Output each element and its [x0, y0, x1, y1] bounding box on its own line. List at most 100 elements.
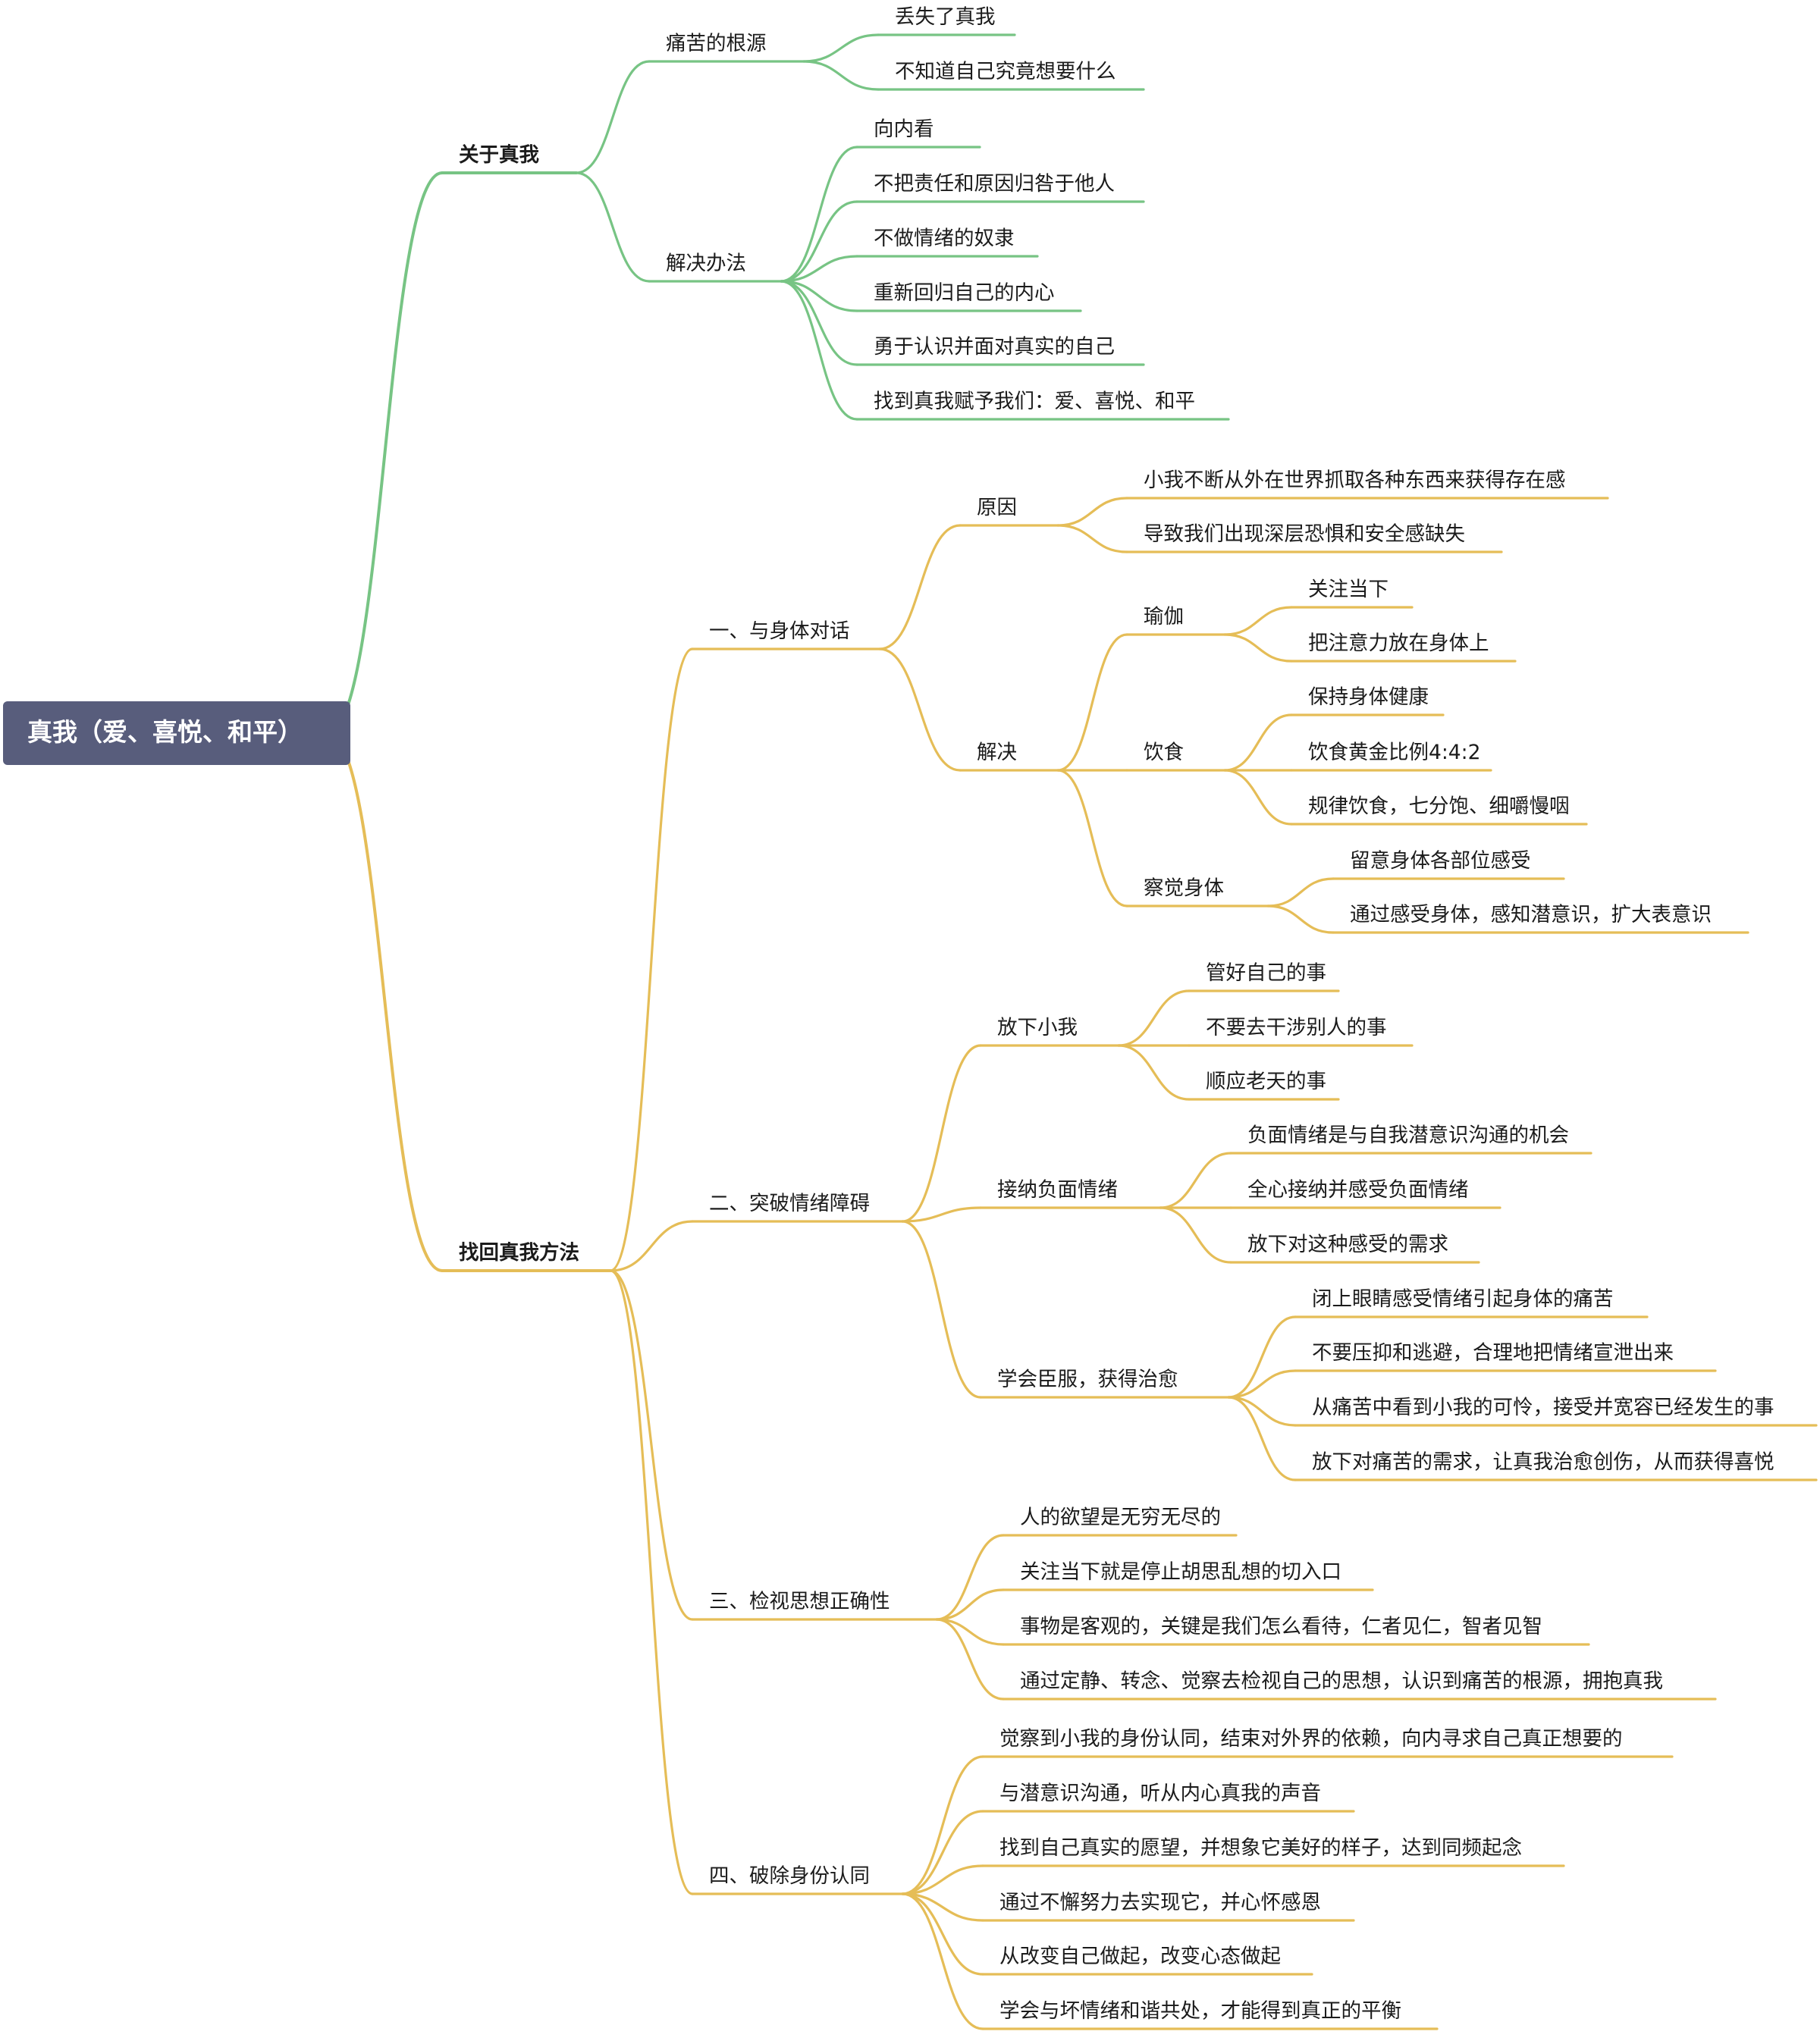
subtopic[interactable]: 接纳负面情绪	[997, 1178, 1118, 1202]
leaf-topic[interactable]: 顺应老天的事	[1206, 1070, 1326, 1093]
connector-1-3-4	[901, 1892, 984, 1976]
connector-1-0-1-0	[1056, 633, 1128, 772]
leaf-topic[interactable]: 小我不断从外在世界抓取各种东西来获得存在感	[1144, 469, 1566, 492]
connector-1-0-1	[878, 647, 962, 772]
subtopic[interactable]: 一、与身体对话	[709, 619, 850, 643]
leaf-topic[interactable]: 放下对痛苦的需求，让真我治愈创伤，从而获得喜悦	[1312, 1450, 1774, 1474]
connector-1-1	[609, 1220, 694, 1272]
connector-1-3-1	[901, 1810, 984, 1895]
connector-1	[326, 732, 444, 1272]
central-topic-box	[3, 701, 350, 765]
connector-1-0-1-1-2	[1223, 769, 1293, 826]
connector-1-2	[609, 1269, 694, 1621]
connector-1-1-1-0	[1159, 1152, 1232, 1209]
leaf-topic[interactable]: 保持身体健康	[1308, 685, 1429, 709]
connector-1-1-1	[901, 1206, 982, 1223]
connector-1-3-0	[901, 1755, 984, 1895]
connector-1-0-1-0-1	[1223, 633, 1293, 663]
connector-0-0-1	[802, 60, 880, 91]
leaf-topic[interactable]: 事物是客观的，关键是我们怎么看待，仁者见仁，智者见智	[1020, 1615, 1542, 1638]
leaf-topic[interactable]: 关注当下就是停止胡思乱想的切入口	[1020, 1560, 1341, 1584]
connector-1-3-5	[901, 1892, 984, 2030]
leaf-topic[interactable]: 不知道自己究竟想要什么	[895, 60, 1116, 83]
connector-1-1-2-3	[1227, 1396, 1297, 1481]
subtopic[interactable]: 解决	[977, 741, 1017, 764]
leaf-topic[interactable]: 把注意力放在身体上	[1308, 632, 1489, 655]
subtopic[interactable]: 解决办法	[666, 252, 746, 275]
connector-1-0-0-1	[1056, 524, 1128, 553]
connector-0-1-2	[780, 255, 858, 283]
leaf-topic[interactable]: 不要去干涉别人的事	[1206, 1016, 1387, 1039]
connector-1-1-0	[901, 1044, 982, 1223]
subtopic[interactable]: 二、突破情绪障碍	[709, 1192, 870, 1215]
leaf-topic[interactable]: 负面情绪是与自我潜意识沟通的机会	[1247, 1124, 1569, 1147]
connector-1-2-2	[935, 1618, 1005, 1646]
connector-0	[326, 171, 444, 735]
leaf-topic[interactable]: 向内看	[874, 118, 934, 141]
leaf-topic[interactable]: 管好自己的事	[1206, 961, 1326, 985]
leaf-topic[interactable]: 闭上眼睛感受情绪引起身体的痛苦	[1312, 1287, 1614, 1311]
connector-1-0-1-0-0	[1223, 606, 1293, 636]
connector-1-0-0-0	[1056, 497, 1128, 527]
leaf-topic[interactable]: 觉察到小我的身份认同，结束对外界的依赖，向内寻求自己真正想要的	[999, 1727, 1623, 1751]
connector-1-1-2-2	[1227, 1396, 1297, 1427]
leaf-topic[interactable]: 人的欲望是无穷无尽的	[1020, 1506, 1221, 1529]
subtopic[interactable]: 瑜伽	[1144, 605, 1184, 629]
subtopic[interactable]: 原因	[977, 496, 1017, 519]
connector-1-0	[609, 647, 694, 1272]
leaf-topic[interactable]: 勇于认识并面对真实的自己	[874, 335, 1115, 359]
subtopic[interactable]: 三、检视思想正确性	[709, 1590, 890, 1613]
connector-0-0	[575, 60, 651, 174]
leaf-topic[interactable]: 饮食黄金比例4:4:2	[1308, 741, 1480, 764]
connector-1-3	[609, 1269, 694, 1895]
connector-1-1-1-2	[1159, 1206, 1232, 1264]
connector-1-1-2-1	[1227, 1369, 1297, 1399]
connector-1-3-3	[901, 1892, 984, 1922]
main-topic[interactable]: 关于真我	[459, 143, 539, 167]
leaf-topic[interactable]: 不做情绪的奴隶	[874, 227, 1015, 250]
leaf-topic[interactable]: 通过不懈努力去实现它，并心怀感恩	[999, 1891, 1321, 1914]
leaf-topic[interactable]: 从痛苦中看到小我的可怜，接受并宽容已经发生的事	[1312, 1396, 1774, 1419]
leaf-topic[interactable]: 学会与坏情绪和谐共处，才能得到真正的平衡	[999, 1999, 1401, 2023]
connector-0-1-4	[780, 280, 858, 366]
leaf-topic[interactable]: 全心接纳并感受负面情绪	[1247, 1178, 1469, 1202]
connector-0-1-3	[780, 280, 858, 312]
leaf-topic[interactable]: 通过感受身体，感知潜意识，扩大表意识	[1350, 903, 1712, 926]
connector-1-1-2-0	[1227, 1315, 1297, 1399]
subtopic[interactable]: 学会臣服，获得治愈	[997, 1368, 1178, 1391]
connector-1-2-0	[935, 1534, 1005, 1621]
leaf-topic[interactable]: 导致我们出现深层恐惧和安全感缺失	[1144, 522, 1465, 546]
connector-1-0-1-2-0	[1266, 877, 1335, 908]
leaf-topic[interactable]: 与潜意识沟通，听从内心真我的声音	[999, 1782, 1321, 1805]
leaf-topic[interactable]: 规律饮食，七分饱、细嚼慢咽	[1308, 795, 1570, 818]
subtopic[interactable]: 放下小我	[997, 1016, 1078, 1039]
leaf-topic[interactable]: 找到自己真实的愿望，并想象它美好的样子，达到同频起念	[999, 1836, 1522, 1860]
leaf-topic[interactable]: 留意身体各部位感受	[1350, 849, 1531, 873]
leaf-topic[interactable]: 不要压抑和逃避，合理地把情绪宣泄出来	[1312, 1341, 1674, 1365]
leaf-topic[interactable]: 不把责任和原因归咎于他人	[874, 172, 1115, 196]
connector-0-1	[575, 171, 651, 283]
central-topic[interactable]: 真我（爱、喜悦、和平）	[3, 701, 350, 765]
connector-0-1-0	[780, 146, 858, 283]
connector-lines	[326, 33, 1818, 2030]
main-topic[interactable]: 找回真我方法	[459, 1241, 579, 1265]
leaf-topic[interactable]: 关注当下	[1308, 578, 1389, 601]
leaf-topic[interactable]: 丢失了真我	[895, 5, 996, 29]
leaf-topic[interactable]: 重新回归自己的内心	[874, 281, 1055, 305]
leaf-topic[interactable]: 找到真我赋予我们：爱、喜悦、和平	[874, 390, 1195, 413]
leaf-topic[interactable]: 放下对这种感受的需求	[1247, 1233, 1448, 1256]
subtopic[interactable]: 痛苦的根源	[666, 32, 767, 55]
connector-1-0-0	[878, 524, 962, 651]
connector-0-1-5	[780, 280, 858, 421]
subtopic[interactable]: 饮食	[1144, 741, 1184, 764]
subtopic[interactable]: 四、破除身份认同	[709, 1864, 870, 1888]
connector-1-1-2	[901, 1220, 982, 1399]
leaf-topic[interactable]: 通过定静、转念、觉察去检视自己的思想，认识到痛苦的根源，拥抱真我	[1020, 1669, 1663, 1693]
central-topic-label: 真我（爱、喜悦、和平）	[27, 717, 303, 747]
connector-1-2-1	[935, 1588, 1005, 1621]
connector-1-0-1-2-1	[1266, 904, 1335, 934]
connector-1-1-0-0	[1117, 989, 1191, 1047]
subtopic[interactable]: 察觉身体	[1144, 876, 1224, 900]
leaf-topic[interactable]: 从改变自己做起，改变心态做起	[999, 1945, 1281, 1968]
